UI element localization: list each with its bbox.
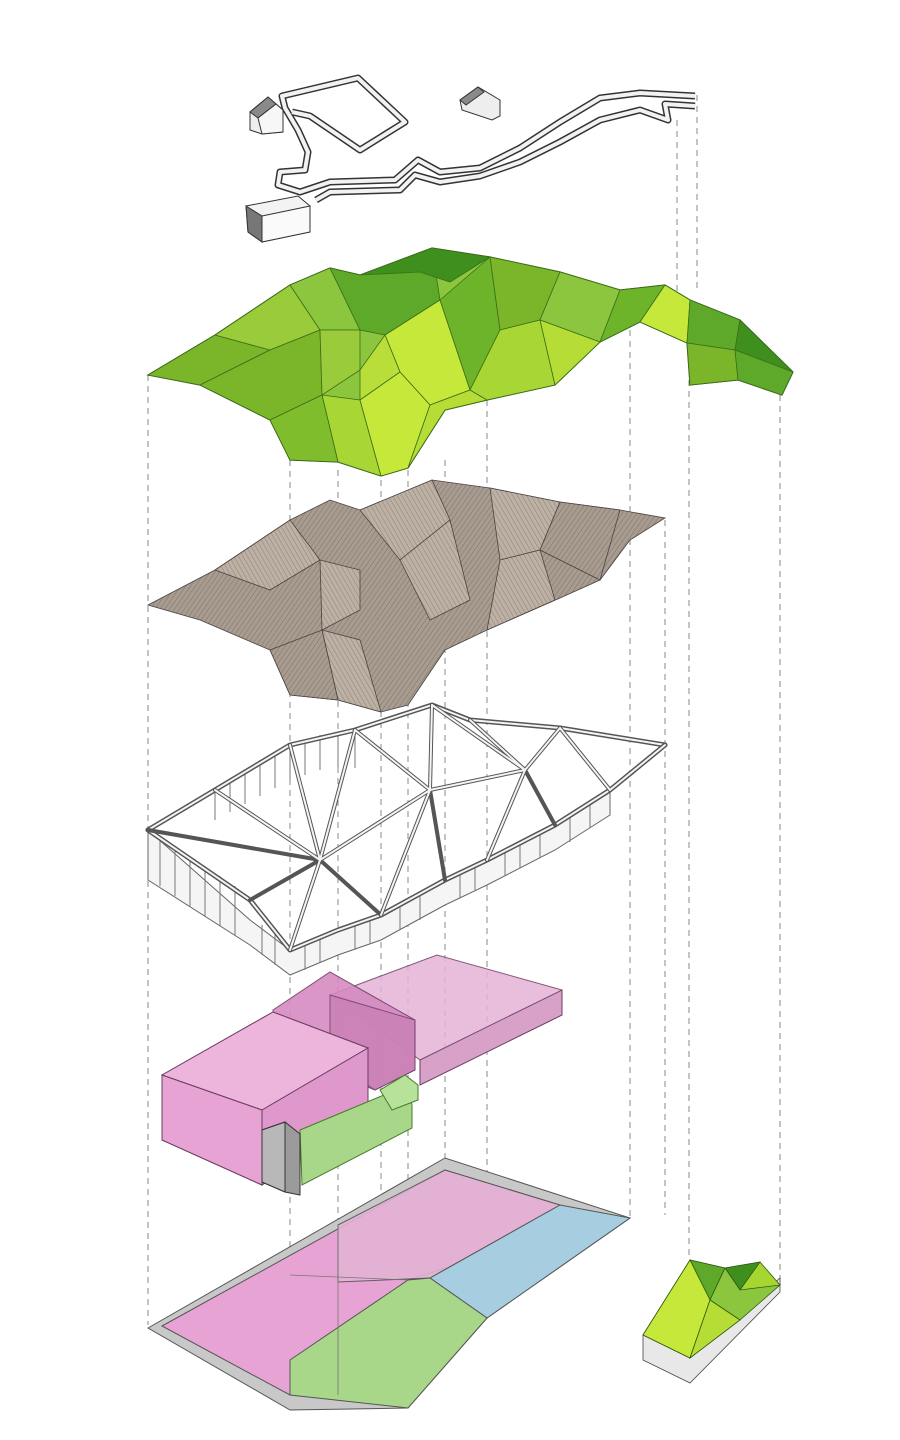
detached-roof-module <box>642 1259 782 1384</box>
timber-ceiling-layer <box>146 479 667 713</box>
site-path-layer <box>245 74 696 243</box>
frame-truss-members <box>145 702 668 953</box>
house-icon <box>249 96 284 135</box>
ground-floor-plan-layer <box>146 1157 632 1411</box>
house-icon <box>245 195 311 243</box>
house-icon <box>459 86 501 121</box>
structural-frame-layer <box>145 702 668 976</box>
frame-wall-posts <box>147 730 611 976</box>
green-roof-surface-layer <box>146 247 794 477</box>
program-volumes-layer <box>160 954 563 1196</box>
